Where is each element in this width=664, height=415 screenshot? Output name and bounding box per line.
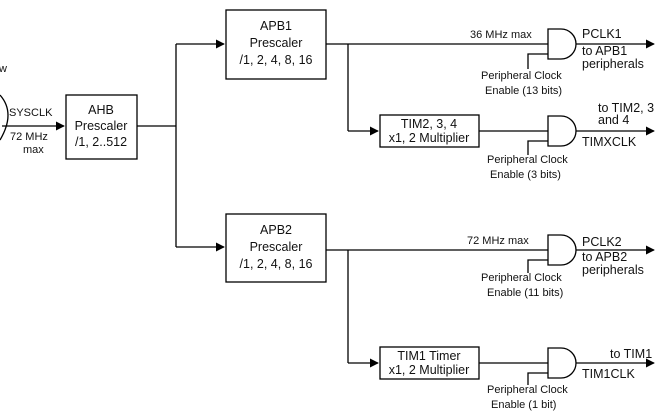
tim234-line1: TIM2, 3, 4 xyxy=(401,117,457,131)
pclk1-and-gate xyxy=(547,28,577,60)
apb2-line3: /1, 2, 4, 8, 16 xyxy=(240,257,313,271)
tim234-multiplier-box xyxy=(379,114,480,148)
pclk2-enable1: Peripheral Clock xyxy=(481,272,562,284)
sysclk-freq-line2: max xyxy=(23,144,44,156)
apb2-line1: APB2 xyxy=(260,223,292,237)
pclk2-label3: peripherals xyxy=(582,263,644,277)
tim1clk-label1: to TIM1 xyxy=(610,347,652,361)
pclk2-max-label: 72 MHz max xyxy=(467,235,529,247)
pclk2-enable2: Enable (11 bits) xyxy=(487,287,563,299)
pclk1-label1: PCLK1 xyxy=(582,27,622,41)
tim1clk-enable2: Enable (1 bit) xyxy=(491,399,556,411)
pclk1-label3: peripherals xyxy=(582,57,644,71)
sysclk-freq-line1: 72 MHz xyxy=(10,131,48,143)
pclk2-label2: to APB2 xyxy=(582,250,627,264)
apb1-line2: Prescaler xyxy=(250,36,303,50)
sysclk-source-arc xyxy=(0,94,9,141)
ahb-prescaler-box xyxy=(65,94,138,160)
apb1-line1: APB1 xyxy=(260,19,292,33)
apb2-prescaler-box xyxy=(225,213,327,283)
ahb-line2: Prescaler xyxy=(75,119,128,133)
timx-and-gate xyxy=(547,115,577,147)
apb2-line2: Prescaler xyxy=(250,240,303,254)
tim1-line1: TIM1 Timer xyxy=(397,349,460,363)
timx-label3: TIMXCLK xyxy=(582,135,637,149)
pclk1-enable2: Enable (13 bits) xyxy=(485,85,562,97)
tim1clk-and-gate xyxy=(547,347,577,379)
apb1-prescaler-box xyxy=(225,9,327,80)
tim234-line2: x1, 2 Multiplier xyxy=(389,131,470,145)
pclk2-enable-wire xyxy=(527,259,548,273)
pclk1-max-label: 36 MHz max xyxy=(470,29,532,41)
ahb-line1: AHB xyxy=(88,103,114,117)
pclk2-and-gate xyxy=(547,234,577,266)
apb1-line3: /1, 2, 4, 8, 16 xyxy=(240,53,313,67)
pclk1-label2: to APB1 xyxy=(582,44,627,58)
timx-label1: to TIM2, 3 xyxy=(598,101,654,115)
pclk2-label1: PCLK2 xyxy=(582,235,622,249)
tim1-multiplier-box xyxy=(379,346,480,380)
tim1clk-label2: TIM1CLK xyxy=(582,367,635,381)
pclk1-enable-wire xyxy=(527,53,548,69)
sysclk-label: SYSCLK xyxy=(9,107,53,119)
timx-enable2: Enable (3 bits) xyxy=(490,169,561,181)
timx-label2: and 4 xyxy=(598,113,629,127)
ahb-line3: /1, 2..512 xyxy=(75,135,127,149)
edge-letter: w xyxy=(0,63,7,75)
tim1clk-enable-wire xyxy=(527,372,548,385)
pclk1-enable1: Peripheral Clock xyxy=(481,70,562,82)
tim1clk-enable1: Peripheral Clock xyxy=(487,384,568,396)
tim1-line2: x1, 2 Multiplier xyxy=(389,363,470,377)
timx-enable1: Peripheral Clock xyxy=(487,154,568,166)
timx-enable-wire xyxy=(527,140,548,155)
